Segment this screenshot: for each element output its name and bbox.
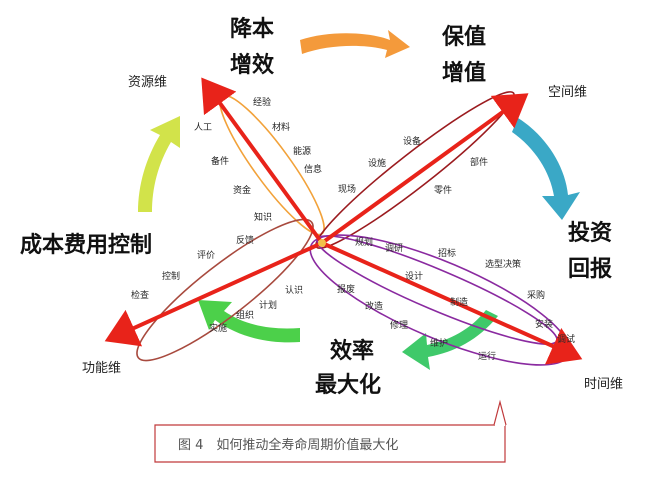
- time-item: 制造: [450, 296, 468, 308]
- label-efficiency-line2: 最大化: [315, 372, 381, 398]
- space-item: 部件: [470, 156, 488, 168]
- time-item: 调研: [385, 243, 403, 254]
- function-item: 计划: [259, 299, 277, 311]
- label-roi-line2: 回报: [568, 257, 612, 282]
- time-item: 采购: [527, 289, 545, 301]
- axis-function-line: [104, 241, 324, 347]
- label-cost-reduce-line1: 降本: [230, 17, 274, 42]
- function-item: 实施: [209, 322, 227, 334]
- function-item: 检查: [131, 289, 149, 301]
- time-item: 调试: [557, 333, 575, 345]
- label-cost-control: 成本费用控制: [20, 232, 152, 258]
- time-item: 招标: [438, 247, 456, 259]
- resource-item: 备件: [211, 155, 229, 167]
- caption-pointer: [493, 399, 507, 426]
- function-item: 认识: [285, 284, 303, 296]
- ellipse-function: [136, 218, 314, 362]
- function-item: 反馈: [236, 234, 254, 246]
- resource-items: 经验 材料 能源 信息 人工 备件 资金 知识: [194, 96, 322, 223]
- cycle-arrow-left-lime: [138, 116, 180, 212]
- axis-labels: 资源维 空间维 时间维 功能维: [82, 75, 623, 392]
- cycle-arrow-top-orange: [300, 30, 410, 58]
- cycle-arrow-bottom-left-green: [198, 300, 300, 343]
- time-item: 规划: [355, 236, 373, 248]
- function-item: 组织: [236, 309, 254, 321]
- axis-space-line: [320, 93, 529, 245]
- time-item: 运行: [478, 350, 496, 362]
- label-preserve-line1: 保值: [441, 24, 486, 50]
- label-roi-line1: 投资: [568, 221, 612, 246]
- resource-item: 信息: [304, 163, 322, 175]
- center-point: [318, 239, 326, 247]
- function-item: 控制: [162, 270, 180, 282]
- axis-space-label: 空间维: [548, 85, 587, 100]
- resource-item: 材料: [272, 121, 290, 133]
- caption-box: 图 4 如何推动全寿命周期价值最大化: [154, 399, 507, 463]
- space-item: 设备: [403, 135, 421, 147]
- resource-item: 经验: [253, 96, 271, 108]
- time-item: 安装: [535, 318, 553, 330]
- time-item: 选型决策: [485, 258, 521, 270]
- space-item: 现场: [338, 184, 356, 195]
- cycle-arrow-bottom-green: [402, 310, 498, 370]
- label-preserve-line2: 增值: [442, 60, 486, 86]
- label-efficiency-line1: 效率: [330, 338, 374, 364]
- axis-resource-label: 资源维: [128, 75, 167, 90]
- resource-item: 知识: [254, 211, 272, 223]
- function-item: 评价: [197, 250, 215, 261]
- axis-time-line: [320, 241, 583, 365]
- time-item: 修理: [390, 319, 408, 331]
- time-item: 维护: [430, 337, 448, 349]
- axis-resource-line: [201, 77, 324, 245]
- cycle-arrows: [138, 30, 580, 370]
- caption-text: 图 4 如何推动全寿命周期价值最大化: [178, 437, 398, 453]
- space-item: 零件: [434, 184, 452, 196]
- axis-time-label: 时间维: [584, 377, 623, 392]
- time-item: 改造: [365, 300, 383, 312]
- time-item: 设计: [405, 270, 423, 282]
- center-labels: 降本 增效 保值 增值 投资 回报 效率 最大化 成本费用控制: [20, 17, 612, 398]
- space-item: 设施: [368, 157, 386, 169]
- cycle-arrow-right-teal: [512, 118, 580, 220]
- time-items: 规划 调研 招标 选型决策 采购 设计 制造 安装 调试 报废 改造 修理 维护…: [337, 236, 575, 362]
- label-cost-reduce-line2: 增效: [230, 52, 274, 78]
- resource-item: 能源: [293, 145, 311, 157]
- space-items: 设备 设施 部件 现场 零件: [338, 135, 488, 196]
- axes: [104, 77, 583, 365]
- function-items: 反馈 评价 控制 检查 认识 计划 组织 实施: [131, 234, 303, 334]
- resource-item: 资金: [233, 184, 251, 196]
- caption-frame: [154, 408, 506, 463]
- axis-function-label: 功能维: [82, 361, 121, 376]
- time-item: 报废: [337, 283, 355, 295]
- resource-item: 人工: [194, 122, 212, 133]
